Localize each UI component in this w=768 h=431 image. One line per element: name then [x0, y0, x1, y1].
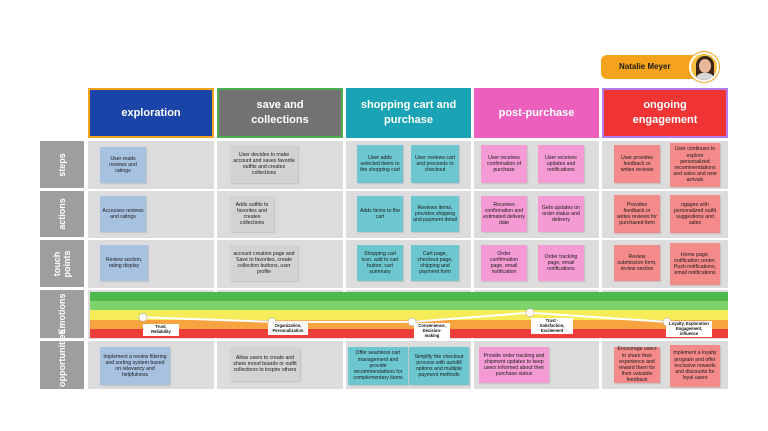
- emotion-label: Trust · Satisfaction, Excitement: [531, 318, 573, 335]
- emotion-band-green-dark: [90, 292, 728, 301]
- emotion-curve-layer: [138, 308, 672, 327]
- emotion-label: Trust, Reliability: [143, 324, 179, 336]
- emotion-band-red: [90, 329, 728, 338]
- sticky-note: Review submission form, review section: [614, 245, 660, 281]
- row-divider: [88, 238, 728, 240]
- emotion-label: Convenience, Decision-making: [414, 323, 450, 340]
- sticky-note: Provides feedback or writes reviews for …: [614, 195, 660, 233]
- sticky-note: Gets updates on order status and deliver…: [538, 196, 584, 232]
- sticky-note: Review section, rating display: [100, 245, 148, 281]
- sticky-note: Provide order tracking and shipment upda…: [479, 347, 549, 383]
- emotion-label: Organization, Personalization: [268, 323, 308, 335]
- emotion-band-yellow: [90, 310, 728, 320]
- sticky-note: Receives confirmation and estimated deli…: [481, 196, 527, 232]
- avatar: [689, 52, 719, 82]
- emotion-point: [138, 313, 148, 322]
- sticky-note: Adds outfits to favorites and creates co…: [230, 196, 274, 232]
- row-label-steps: steps: [40, 141, 84, 188]
- row-divider: [88, 288, 728, 290]
- emotion-band-green-light: [90, 301, 728, 310]
- emotion-point: [525, 308, 535, 317]
- stage-post-purchase: post-purchase: [474, 88, 599, 138]
- row-divider: [88, 339, 728, 341]
- persona-name: Natalie Meyer: [619, 62, 671, 71]
- stage-ongoing-engagement: ongoing engagement: [602, 88, 728, 138]
- sticky-note: User decides to make account and saves f…: [230, 145, 298, 183]
- sticky-note: mplement a loyalty program and offer exc…: [670, 345, 720, 387]
- sticky-note: ngages with personalized outfit suggesti…: [670, 195, 720, 233]
- sticky-note: User provides feedback or writes reviews: [614, 145, 660, 183]
- sticky-note: Order confirmation page, email notificat…: [481, 245, 527, 281]
- row-label-opportunities: opportunities: [40, 330, 84, 389]
- sticky-note: Adds items to the cart: [357, 196, 403, 232]
- stage-cart-purchase: shopping cart and purchase: [346, 88, 471, 138]
- row-label-emotions: Emotions: [40, 290, 84, 338]
- emotion-label: Loyalty, Exploration Engagement, influen…: [666, 321, 712, 338]
- row-label-actions: actions: [40, 191, 84, 237]
- sticky-note: Order tracking page, email notifications: [538, 245, 584, 281]
- sticky-note: Cart page, checkout page, shipping and p…: [411, 245, 459, 281]
- sticky-note: Shopping cart icon, add to cart button, …: [357, 245, 403, 281]
- sticky-note: Reviews items, provides shipping and pay…: [411, 196, 459, 232]
- sticky-note: Implement a review filtering and sorting…: [100, 347, 170, 385]
- emotion-line: [142, 311, 668, 323]
- sticky-note: Offer seamless cart management and provi…: [348, 347, 408, 385]
- sticky-note: Home page, notification center, Push not…: [670, 243, 720, 285]
- sticky-note: User receives confirmation of purchase: [481, 145, 527, 183]
- sticky-note: Allow users to create and share mood boa…: [230, 347, 300, 381]
- sticky-note: account creation page and Save to favori…: [230, 245, 298, 281]
- sticky-note: User adds selected items to the shopping…: [357, 145, 403, 183]
- sticky-note: Simplify the checkout process with autof…: [409, 347, 469, 385]
- sticky-note: Accesses reviews and ratings: [100, 196, 146, 232]
- sticky-note: User receives updates and notifications: [538, 145, 584, 183]
- row-divider: [88, 189, 728, 191]
- sticky-note: User reads reviews and ratings: [100, 147, 146, 183]
- sticky-note: User continues to explore personalized r…: [670, 143, 720, 187]
- stage-save-collections: save and collections: [217, 88, 343, 138]
- sticky-note: Encourage users to share their experienc…: [614, 346, 660, 383]
- sticky-note: User reviews cart and proceeds to checko…: [411, 145, 459, 183]
- row-label-touch-points: touch points: [40, 240, 84, 287]
- stage-exploration: exploration: [88, 88, 214, 138]
